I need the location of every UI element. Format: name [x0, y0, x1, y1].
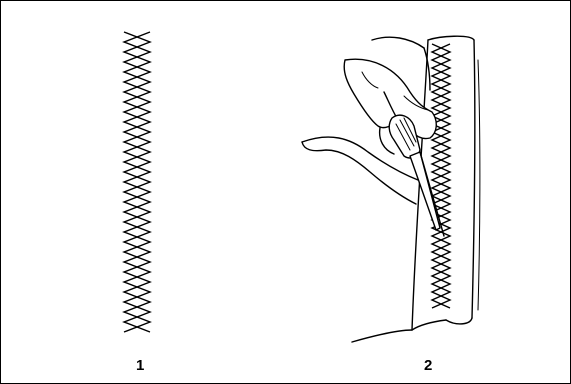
- figure-label-2: 2: [424, 357, 432, 374]
- stitch-line-2: [432, 44, 450, 308]
- stitch-line-2: [124, 32, 150, 332]
- panel-1-stitch-lattice: [124, 32, 150, 332]
- hand: [344, 37, 436, 154]
- figure-label-1: 1: [136, 357, 144, 374]
- seam-stitch-pattern: [432, 44, 450, 308]
- cross-stitch-pattern: [124, 32, 150, 332]
- panel-2-cutting-illustration: [302, 36, 480, 342]
